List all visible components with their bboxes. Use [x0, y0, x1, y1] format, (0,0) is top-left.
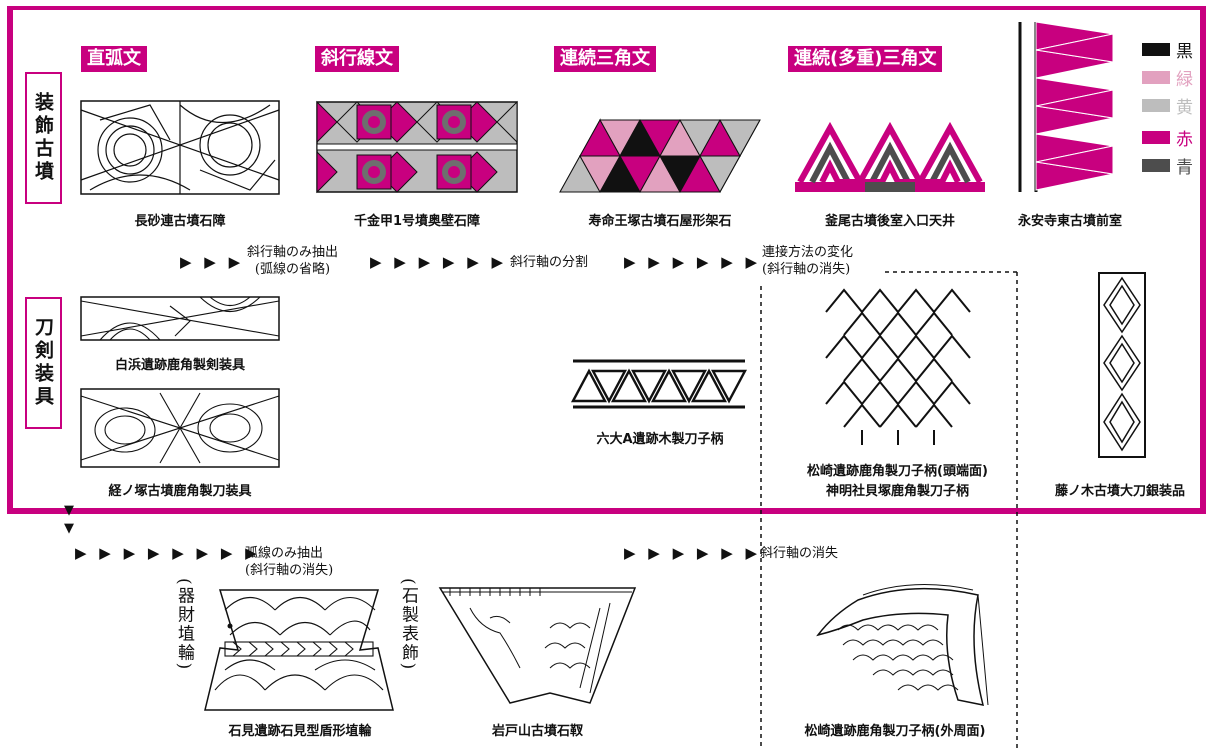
figure-nagasare-stone: [80, 100, 280, 195]
header-chokkomon: 直弧文: [81, 46, 147, 72]
legend-label-yellow: 黄: [1176, 97, 1193, 118]
note-setsuzoku: 連接方法の変化 (斜行軸の消失): [762, 244, 853, 278]
arrow-group-1: ▶ ▶ ▶: [180, 253, 245, 271]
caption-chikanokou: 千金甲1号墳奥壁石障: [353, 214, 481, 229]
figure-kyounozuka-fitting: [80, 388, 280, 468]
section-label-kofun: 装飾古墳: [25, 72, 62, 204]
figure-chikanokou-stone: [316, 100, 518, 194]
arrow-down-1: ▼: [64, 503, 78, 518]
vnote-kizai-haniwa: (器財埴輪): [174, 578, 194, 672]
caption-matsuzaki-top: 松崎遺跡鹿角製刀子柄(頭端面): [807, 464, 988, 479]
legend-label-green: 緑: [1176, 69, 1193, 90]
caption-shinmeisha: 神明社貝塚鹿角製刀子柄: [825, 484, 969, 499]
note-kosen-only: 弧線のみ抽出 (斜行軸の消失): [245, 545, 333, 579]
section-label-token: 刀剣装具: [25, 297, 62, 429]
figure-shirahama-fitting: [80, 296, 280, 341]
figure-oozuka-stone: [559, 118, 761, 194]
figure-eianji-chamber: [1018, 21, 1114, 192]
arrow-group-3: ▶ ▶ ▶ ▶ ▶ ▶: [624, 253, 762, 271]
note-kosen-only-line2: (斜行軸の消失): [245, 563, 334, 578]
caption-oozuka: 寿命王塚古墳石屋形架石: [588, 214, 732, 229]
header-tajyu-sankakumon: 連続(多重)三角文: [788, 46, 943, 72]
dashed-bracket: [760, 271, 1018, 748]
header-renzoku-sankakumon: 連続三角文: [554, 46, 656, 72]
caption-iwatoyama: 岩戸山古墳石靫: [491, 724, 583, 739]
legend-label-red: 赤: [1176, 129, 1193, 150]
arrow-group-4: ▶ ▶ ▶ ▶ ▶ ▶ ▶ ▶: [75, 544, 261, 562]
figure-iwatoyama-quiver: [438, 587, 637, 704]
legend-item-green: 緑: [1142, 68, 1193, 90]
note-shako-split: 斜行軸の分割: [510, 255, 589, 270]
note-setsuzoku-line1: 連接方法の変化: [762, 245, 854, 260]
kofun-token-frame: [7, 6, 1206, 514]
legend-item-yellow: 黄: [1142, 96, 1193, 118]
legend-item-red: 赤: [1142, 128, 1193, 150]
figure-rokudai-handle: [571, 359, 747, 409]
caption-fujinoki: 藤ノ木古墳大刀銀装品: [1054, 484, 1185, 499]
note-shako-only: 斜行軸のみ抽出 (弧線の省略): [247, 244, 338, 278]
caption-kyounozuka: 経ノ塚古墳鹿角製刀装具: [108, 484, 252, 499]
caption-eianji: 永安寺東古墳前室: [1017, 214, 1122, 229]
note-kosen-only-line1: 弧線のみ抽出: [245, 546, 324, 561]
caption-rokudai: 六大A遺跡木製刀子柄: [596, 432, 724, 447]
note-setsuzoku-line2: (斜行軸の消失): [762, 262, 851, 277]
arrow-group-5: ▶ ▶ ▶ ▶ ▶ ▶: [624, 544, 762, 562]
caption-kamao: 釜尾古墳後室入口天井: [824, 214, 955, 229]
caption-nagasare: 長砂連古墳石障: [134, 214, 226, 229]
caption-shirahama: 白浜遺跡鹿角製剣装具: [114, 358, 245, 373]
caption-iwami: 石見遺跡石見型盾形埴輪: [228, 724, 372, 739]
figure-matsuzaki-chevrons: [825, 288, 971, 445]
note-shako-shoshitsu: 斜行軸の消失: [760, 546, 839, 561]
arrow-down-2: ▼: [64, 521, 78, 536]
header-shakosenmon: 斜行線文: [315, 46, 399, 72]
legend-swatch-green: [1142, 70, 1170, 84]
note-shako-only-line2: (弧線の省略): [254, 262, 331, 277]
caption-matsuzaki-outer: 松崎遺跡鹿角製刀子柄(外周面): [804, 724, 986, 739]
legend-label-black: 黒: [1176, 41, 1193, 62]
legend-swatch-yellow: [1142, 98, 1170, 112]
figure-matsuzaki-outer: [816, 584, 989, 706]
figure-kamao-ceiling: [795, 121, 985, 192]
legend-swatch-black: [1142, 42, 1170, 56]
section-token-text: 刀剣装具: [32, 317, 54, 409]
arrow-group-2: ▶ ▶ ▶ ▶ ▶ ▶: [370, 253, 508, 271]
legend-item-black: 黒: [1142, 40, 1193, 62]
legend-swatch-red: [1142, 130, 1170, 144]
note-shako-only-line1: 斜行軸のみ抽出: [247, 245, 339, 260]
section-kofun-text: 装飾古墳: [32, 92, 54, 184]
vnote-sekisei-hyoushoku: (石製表飾): [398, 578, 418, 672]
legend-swatch-blue: [1142, 158, 1170, 172]
figure-fujinoki-silver: [1098, 272, 1146, 458]
legend-item-blue: 青: [1142, 156, 1193, 178]
legend-label-blue: 青: [1176, 157, 1193, 178]
figure-iwami-haniwa: [204, 589, 394, 711]
